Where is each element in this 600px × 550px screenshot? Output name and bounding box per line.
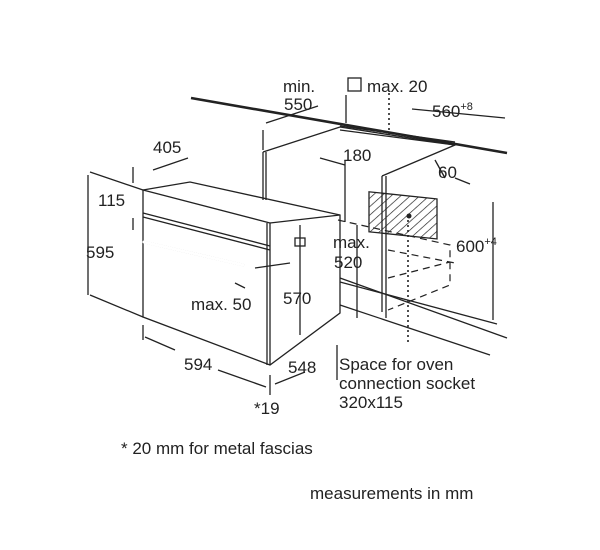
vent-square-icon xyxy=(347,77,362,92)
label-oven-height: 595 xyxy=(86,243,114,262)
socket-center-mark xyxy=(406,213,412,219)
niche-width-value: 560 xyxy=(432,102,460,121)
dimension-lines xyxy=(87,95,506,395)
label-cabinet-depth: 550 xyxy=(284,95,312,114)
label-rear-offset: 180 xyxy=(343,146,371,165)
label-niche-width: 560+8 xyxy=(432,101,473,121)
socket-note-line-2: connection socket xyxy=(339,374,475,393)
label-niche-height: 600+4 xyxy=(456,236,497,256)
oven-body xyxy=(142,181,341,366)
label-oven-width: 594 xyxy=(184,355,212,374)
label-body-depth: 548 xyxy=(288,358,316,377)
label-fascia-height: 115 xyxy=(98,191,125,210)
cabinet-niche xyxy=(262,93,508,356)
label-handle: max. 50 xyxy=(191,295,251,314)
footnote: * 20 mm for metal fascias xyxy=(121,439,313,458)
niche-height-tolerance: +4 xyxy=(484,236,497,248)
socket-note-line-3: 320x115 xyxy=(339,393,403,412)
label-body-height: 570 xyxy=(283,289,311,308)
units-note: measurements in mm xyxy=(310,484,473,503)
niche-width-tolerance: +8 xyxy=(460,101,473,113)
label-max: max. xyxy=(333,233,370,252)
label-front-thickness: *19 xyxy=(254,399,280,418)
niche-height-value: 600 xyxy=(456,237,484,256)
label-socket-offset: 60 xyxy=(438,163,457,182)
label-max-depth: 520 xyxy=(334,253,362,272)
socket-area-hatched xyxy=(368,191,438,240)
label-min: min. xyxy=(283,77,315,96)
label-top-depth: 405 xyxy=(153,138,181,157)
socket-note-line-1: Space for oven xyxy=(339,355,453,374)
oven-handle[interactable] xyxy=(142,240,245,267)
label-vent: max. 20 xyxy=(367,77,427,96)
